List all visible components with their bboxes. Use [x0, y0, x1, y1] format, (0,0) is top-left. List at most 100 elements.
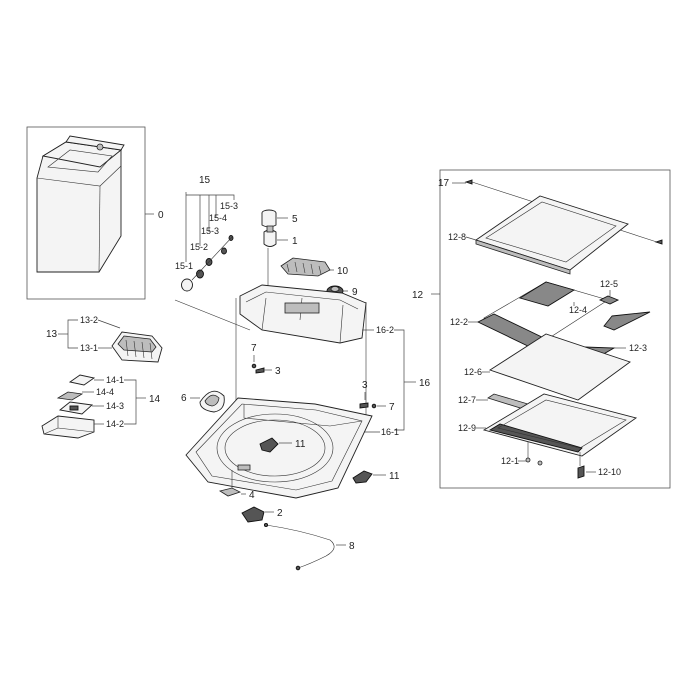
tub-opening-inner: [224, 419, 326, 477]
fasteners-right: 3 7: [359, 380, 395, 413]
part-12-9-lower-frame: [482, 393, 638, 457]
part-12-6-glass-panel: [488, 333, 631, 401]
label-12-4: 12-4: [569, 305, 587, 315]
part-10-harness: [280, 257, 331, 277]
part-4-latch: [218, 487, 242, 497]
bracket-16: [394, 329, 405, 431]
label-13: 13: [46, 329, 58, 340]
part-12-8-glass: [485, 201, 617, 263]
part-12-9-inner: [497, 399, 627, 449]
label-16-2: 16-2: [376, 325, 394, 335]
part-14-1: [68, 374, 96, 386]
label-12-2: 12-2: [450, 317, 468, 327]
part-3-hinge-a: [255, 367, 265, 374]
part-14-2-drawer: [41, 415, 95, 439]
label-11b: 11: [389, 471, 400, 482]
label-17: 17: [438, 178, 450, 189]
part-5-body: [261, 213, 277, 228]
part-15-4-washer: [221, 247, 227, 255]
part-13-ribs: [125, 339, 153, 360]
bracket-15: [185, 192, 235, 200]
group-14: 14-1 14-4 14-3 14-2 14: [41, 374, 161, 439]
part-10-detail: [286, 261, 322, 275]
part-8-connector-b: [295, 565, 301, 571]
frame-outline: [185, 397, 373, 499]
label-14-2: 14-2: [106, 419, 124, 429]
label-10: 10: [337, 266, 349, 277]
parts-11: 11 11: [259, 437, 400, 484]
label-8: 8: [349, 541, 355, 552]
part-8-wire: [265, 524, 335, 569]
part-6-inner: [204, 394, 220, 407]
part-3-hinge-b: [359, 402, 369, 409]
label-12-6: 12-6: [464, 367, 482, 377]
part-7-screw-b: [371, 403, 377, 409]
label-12-3: 12-3: [629, 343, 647, 353]
label-12-10: 12-10: [598, 467, 621, 477]
frame-latch: [237, 464, 251, 471]
label-14-4: 14-4: [96, 387, 114, 397]
leader-12-8: [465, 236, 477, 241]
label-6: 6: [181, 393, 187, 404]
label-9: 9: [352, 287, 358, 298]
washer-corner: [98, 185, 101, 273]
group-12-door: 12 17 12-8 12-4 12-5 12-2 12-3 12-6: [412, 169, 671, 489]
frame-inner: [195, 403, 363, 491]
part-15-2-ring: [196, 269, 204, 279]
part-12-9-front-bar: [488, 423, 583, 453]
part-16-2-panel: [239, 284, 367, 344]
part-11-b: [352, 470, 373, 484]
label-12-7: 12-7: [458, 395, 476, 405]
part-12-4-strip: [518, 281, 576, 307]
label-3a: 3: [275, 366, 281, 377]
label-12: 12: [412, 290, 424, 301]
part-13-cover: [117, 335, 157, 353]
label-16-1: 16-1: [381, 427, 399, 437]
fasteners-left: 7 3: [251, 343, 281, 377]
part-14-3-detail: [69, 405, 79, 411]
label-5: 5: [292, 214, 298, 225]
label-15-3a: 15-3: [220, 201, 238, 211]
alignment-15: [191, 235, 234, 281]
bracket-14: [124, 379, 137, 425]
box-washer: [26, 126, 146, 300]
part-15-1-cap: [181, 278, 193, 292]
label-13-1: 13-1: [80, 343, 98, 353]
part-14-2-edges: [43, 416, 95, 435]
part-9-knob-top: [330, 286, 340, 292]
label-7a: 7: [251, 343, 257, 354]
label-12-5: 12-5: [600, 279, 618, 289]
frame-rear-ledge: [243, 404, 363, 427]
label-0: 0: [158, 210, 164, 221]
label-15-4: 15-4: [209, 213, 227, 223]
label-12-8: 12-8: [448, 232, 466, 242]
part-12-10-spring: [577, 465, 585, 479]
label-16: 16: [419, 378, 431, 389]
label-7b: 7: [389, 402, 395, 413]
group-16: 16-2 16 16-1: [174, 284, 431, 437]
part-16-1-top-frame: [185, 397, 373, 499]
washer-knob: [96, 143, 104, 151]
label-12-9: 12-9: [458, 423, 476, 433]
part-12-8-lid-frame: [474, 195, 629, 271]
part-6-group: 6: [181, 390, 225, 413]
tub-opening: [216, 413, 334, 483]
part-16-2-detail: [245, 291, 359, 344]
group-15: 15 15-3 15-4 15-3 15-2 15-1: [175, 175, 238, 292]
part-11-a: [259, 437, 279, 453]
part-12-1-b: [537, 460, 543, 466]
part-17-b: [654, 239, 663, 245]
part-12-1-a: [525, 457, 531, 463]
label-4: 4: [249, 490, 255, 501]
part-16-2-slot: [284, 302, 320, 314]
part-17-a: [464, 179, 473, 185]
part-12-8-front-edge: [475, 239, 571, 275]
label-15: 15: [199, 175, 211, 186]
label-14: 14: [149, 394, 161, 405]
parts-4-2-8: 4 2 8: [218, 470, 355, 571]
label-2: 2: [277, 508, 283, 519]
part-8-connector-a: [263, 522, 269, 528]
label-14-3: 14-3: [106, 401, 124, 411]
part-12-5: [598, 295, 620, 305]
